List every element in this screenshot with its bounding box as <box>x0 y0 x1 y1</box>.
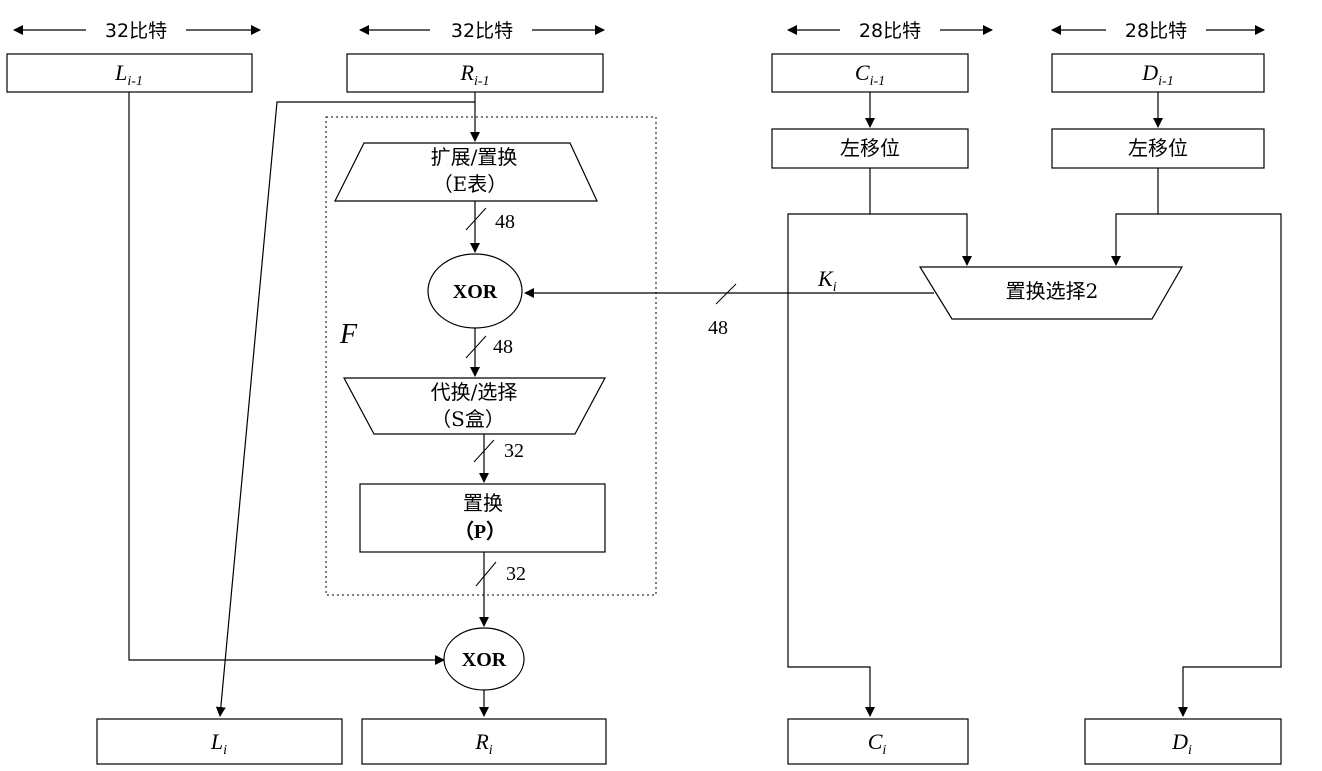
l-width-indicator: 32比特 <box>13 20 261 42</box>
d-shift-to-pc2-line <box>1111 168 1159 266</box>
register-l-next: Li <box>96 718 343 765</box>
svg-text:XOR: XOR <box>453 281 498 303</box>
svg-text:XOR: XOR <box>462 649 507 671</box>
svg-text:代换/选择: 代换/选择 <box>431 380 518 404</box>
svg-text:（S盒）: （S盒） <box>431 407 505 431</box>
svg-text:Li: Li <box>210 729 227 758</box>
register-l-prev: Li-1 <box>6 53 253 93</box>
svg-text:Li-1: Li-1 <box>114 60 143 89</box>
f-function-boundary <box>325 116 657 596</box>
round-key-label: Ki <box>817 266 837 295</box>
register-r-prev: Ri-1 <box>346 53 604 93</box>
svg-text:Ci-1: Ci-1 <box>855 60 885 89</box>
f-xor-node: XOR <box>427 253 523 329</box>
d-width-indicator: 28比特 <box>1051 20 1265 42</box>
expansion-permutation-box: 扩展/置换 （E表） <box>334 142 598 202</box>
width-after-permutation: 32 <box>506 563 526 585</box>
width-after-xor: 48 <box>493 336 513 358</box>
width-slash <box>465 335 487 359</box>
register-c-next: Ci <box>787 718 969 765</box>
svg-text:左移位: 左移位 <box>1128 136 1188 160</box>
d-shift-to-d-next-line <box>1158 213 1282 717</box>
shift-c-box: 左移位 <box>771 128 969 169</box>
svg-text:Di: Di <box>1171 729 1192 758</box>
svg-text:Di-1: Di-1 <box>1141 60 1173 89</box>
svg-text:（P）: （P） <box>454 520 506 543</box>
key-width-label: 48 <box>708 317 728 339</box>
l-prev-to-xor-line <box>128 92 445 665</box>
svg-text:左移位: 左移位 <box>840 136 900 160</box>
c-width-label: 28比特 <box>859 20 921 42</box>
r-to-l-next-line <box>215 101 475 717</box>
f-function-label: F <box>339 319 358 350</box>
c-shift-to-pc2-line <box>869 168 972 266</box>
round-xor-node: XOR <box>443 627 525 691</box>
r-width-label: 32比特 <box>451 20 513 42</box>
r-width-indicator: 32比特 <box>359 20 605 42</box>
width-slash <box>465 207 487 231</box>
svg-text:（E表）: （E表） <box>433 172 508 196</box>
permutation-p-box: 置换 （P） <box>359 483 606 553</box>
svg-text:Ri: Ri <box>474 729 492 758</box>
svg-text:Ci: Ci <box>868 729 887 758</box>
l-width-label: 32比特 <box>105 20 167 42</box>
c-width-indicator: 28比特 <box>787 20 993 42</box>
register-c-prev: Ci-1 <box>771 53 969 93</box>
width-slash <box>475 561 497 587</box>
svg-text:扩展/置换: 扩展/置换 <box>431 145 518 169</box>
register-d-next: Di <box>1084 718 1282 765</box>
svg-text:置换: 置换 <box>463 491 503 515</box>
svg-text:Ri-1: Ri-1 <box>459 60 489 89</box>
width-slash <box>473 439 495 463</box>
width-after-expansion: 48 <box>495 211 515 233</box>
shift-d-box: 左移位 <box>1051 128 1265 169</box>
svg-text:置换选择2: 置换选择2 <box>1006 279 1099 303</box>
permuted-choice-2-box: 置换选择2 <box>918 266 1184 320</box>
register-r-next: Ri <box>361 718 607 765</box>
width-after-sbox: 32 <box>504 440 524 462</box>
sbox-substitution-box: 代换/选择 （S盒） <box>342 377 607 435</box>
register-d-prev: Di-1 <box>1051 53 1265 93</box>
c-shift-to-c-next-line <box>787 213 875 717</box>
d-width-label: 28比特 <box>1125 20 1187 42</box>
width-slash <box>715 283 737 305</box>
